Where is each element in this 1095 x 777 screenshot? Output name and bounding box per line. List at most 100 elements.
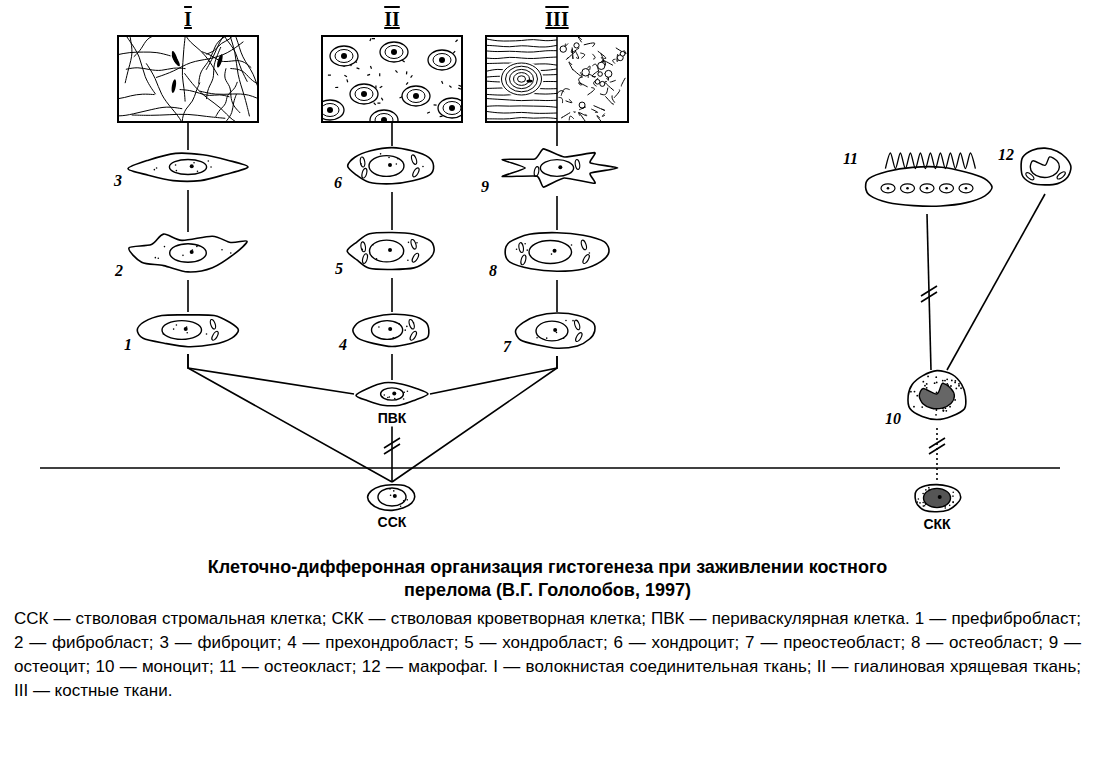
figure-part [208, 160, 210, 162]
figure-part [335, 50, 353, 63]
callout-number: 7 [503, 338, 511, 356]
callout-number: 11 [843, 150, 858, 168]
cell-figure: 9 [481, 146, 621, 196]
figure-part [569, 116, 574, 120]
figure-part [182, 255, 184, 257]
lineage-line [947, 194, 1045, 370]
figure-part [322, 104, 339, 117]
tissue-texture [118, 36, 258, 122]
figure-part [367, 74, 370, 75]
figure-part [356, 383, 428, 406]
figure-part [210, 166, 212, 168]
figure-part [589, 252, 591, 254]
figure-part [404, 329, 406, 331]
figure-part [439, 57, 445, 63]
figure-part [887, 187, 890, 190]
figure-part [406, 499, 408, 501]
figure-part [402, 86, 430, 106]
figure-part [571, 244, 573, 246]
cell-figure: 5 [335, 230, 437, 278]
figure-part [427, 112, 430, 113]
cell-figure: 4 [339, 312, 433, 354]
cell-drawing [1018, 146, 1072, 188]
figure-part [915, 485, 961, 512]
figure-part [169, 160, 206, 175]
figure-part [938, 495, 942, 499]
figure-part [598, 62, 605, 69]
figure-part [574, 332, 583, 343]
diagram-title: Клеточно-дифферонная организация гистоге… [198, 556, 898, 601]
figure-part [118, 52, 171, 58]
figure-part [360, 163, 362, 165]
figure-part [456, 40, 458, 42]
figure-part [128, 153, 248, 181]
figure-part [380, 86, 383, 88]
lineage-line [392, 356, 557, 482]
figure-part [328, 74, 331, 75]
figure-part [515, 313, 594, 348]
figure-part [357, 67, 360, 69]
figure-part [505, 233, 609, 272]
figure-part [154, 169, 156, 171]
figure-part [411, 252, 420, 263]
figure-part [394, 398, 396, 400]
figure-part [348, 148, 434, 184]
figure-part [885, 153, 975, 169]
figure-part [128, 153, 248, 181]
cell-label: СКК [923, 517, 950, 532]
figure-part [433, 54, 451, 67]
cell-drawing [136, 312, 240, 348]
figure-part [906, 187, 909, 190]
figure-part [486, 36, 628, 122]
figure-part [486, 106, 557, 108]
cell-drawing [126, 150, 250, 184]
figure-part [959, 184, 973, 193]
lineage-line [188, 354, 392, 482]
figure-part [216, 54, 224, 69]
figure-part [344, 75, 347, 77]
figure-part [395, 70, 397, 72]
figure-part [515, 313, 594, 348]
figure-part [391, 49, 397, 55]
figure-part [569, 62, 573, 70]
break-mark [929, 438, 945, 454]
lineage-line [391, 354, 393, 380]
figure-part [954, 399, 956, 401]
figure-part [582, 69, 590, 77]
lineage-line [187, 122, 189, 150]
figure-part [193, 162, 195, 164]
figure-part [353, 314, 429, 346]
figure-part [529, 241, 572, 264]
lineage-line [556, 122, 558, 146]
figure-part [612, 95, 615, 102]
figure-part [945, 187, 948, 190]
figure-part [527, 80, 533, 83]
figure-part [505, 233, 609, 272]
figure-part [920, 184, 934, 193]
figure-part [129, 234, 247, 272]
figure-part [922, 502, 924, 504]
figure-part [230, 252, 232, 254]
cell-label: ССК [378, 515, 407, 530]
figure-part [223, 36, 250, 116]
figure-part [558, 97, 562, 103]
figure-part [605, 81, 614, 90]
figure-part [134, 36, 177, 57]
figure-part [1056, 171, 1066, 181]
figure-part [579, 102, 585, 108]
cell-drawing [493, 146, 621, 190]
roman-numeral: III [543, 6, 570, 32]
figure-part [620, 51, 625, 56]
figure-part [588, 74, 595, 77]
figure-part [950, 385, 952, 387]
figure-part [935, 376, 937, 378]
lineage-line [391, 426, 393, 482]
figure-part [574, 159, 580, 170]
figure-part [393, 494, 397, 498]
figure-part [922, 381, 924, 383]
figure-part [370, 38, 371, 41]
figure-part [368, 485, 415, 511]
figure-part [176, 170, 178, 172]
figure-part [514, 73, 530, 86]
figure-part [927, 376, 929, 378]
